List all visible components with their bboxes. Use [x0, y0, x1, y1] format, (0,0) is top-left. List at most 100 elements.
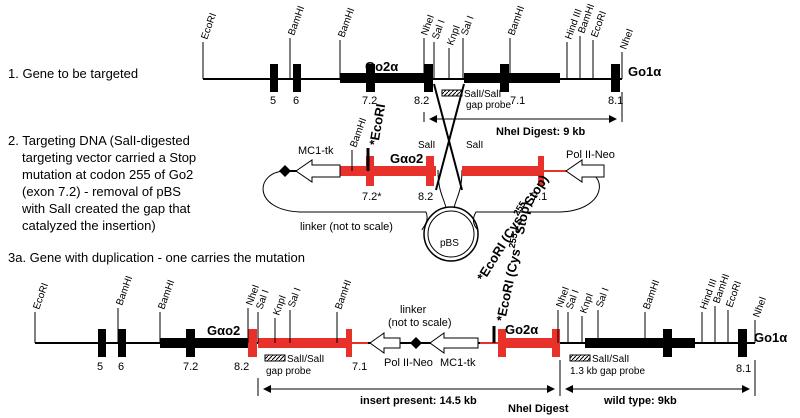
- exon-7-2: [186, 329, 195, 357]
- exon-7-1-wt: [663, 329, 672, 357]
- gap-probe-right: [569, 354, 591, 362]
- section-2-targeting: 2. Targeting DNA (SalI-digested targetin…: [8, 103, 615, 284]
- vector-loop-left: [262, 170, 428, 231]
- site-sali: Sal I: [286, 286, 303, 309]
- section-2-caption: 2. Targeting DNA (SalI-digested: [8, 133, 190, 148]
- probe-label: gap probe: [266, 366, 311, 377]
- pbs-label: pBS: [440, 238, 459, 249]
- exon-7-1: [500, 64, 509, 92]
- site-sali: Sal I: [459, 14, 476, 37]
- exon-label-8-2: 8.2: [414, 95, 429, 107]
- site-ecori: EcoRI: [199, 12, 219, 41]
- site-bamhi: BamHI: [333, 279, 354, 311]
- probe-label: gap probe: [466, 100, 511, 111]
- gene-3-domain-left: [160, 338, 248, 348]
- vector-domain-label: Gαo2: [390, 151, 423, 166]
- exon-label-6: 6: [293, 95, 299, 107]
- exon-8-2-mut: [552, 329, 560, 357]
- exon-8-1: [738, 329, 747, 357]
- gene-3-label: Go1α: [754, 330, 787, 345]
- exon-label-7-1: 7.1: [510, 95, 525, 107]
- section-2-caption: with SalI created the gap that: [21, 201, 191, 216]
- exon-label-7-1: 7.1: [532, 191, 547, 203]
- linker-label: linker: [400, 304, 427, 316]
- exon-label-7-2-star: 7.2*: [362, 191, 382, 203]
- pbs-plasmid: [423, 206, 479, 262]
- insert-red-left: [258, 338, 350, 348]
- gene-1-label: Go1α: [628, 64, 661, 79]
- exon-label-6: 6: [118, 361, 124, 373]
- linker-label: linker (not to scale): [300, 221, 393, 233]
- insert-red-right: [498, 338, 558, 348]
- section-2-caption: mutation at codon 255 of Go2: [22, 167, 193, 182]
- exon-6: [118, 329, 126, 357]
- site-bamhi: BamHI: [114, 275, 135, 307]
- exon-7-2: [366, 64, 375, 92]
- crossover-lines: [433, 83, 465, 191]
- section-1-caption: 1. Gene to be targeted: [8, 66, 138, 81]
- exon-7-1-vec: [538, 156, 544, 186]
- site-sali: Sal I: [594, 286, 611, 309]
- exon-7-2-mut: [366, 156, 374, 186]
- site-bamhi: BamHI: [336, 7, 357, 39]
- domain-left-label: Gαo2: [207, 323, 240, 338]
- section-1-gene: 1. Gene to be targeted Go2α 5 6 7.2 8.2 …: [8, 3, 661, 138]
- gap-probe-1: [441, 89, 463, 97]
- exon-label-7-1: 7.1: [352, 361, 367, 373]
- gene-1-domain-right: [464, 73, 560, 83]
- exon-label-7-2: 7.2: [183, 361, 198, 373]
- section-3-caption: 3a. Gene with duplication - one carries …: [8, 250, 305, 265]
- gene-1-domain-left: [340, 73, 424, 83]
- mc1-tk-label: MC1-tk: [440, 357, 476, 369]
- exon-6: [293, 64, 301, 92]
- vector-loop-right: [472, 170, 600, 231]
- site-sali: SalI: [418, 140, 435, 151]
- mc1-tk-label: MC1-tk: [298, 145, 334, 157]
- exon-5: [98, 329, 106, 357]
- exon-label-7-2: 7.2: [362, 95, 377, 107]
- mc1-tk-cassette: [295, 159, 341, 183]
- section-2-caption: catalyzed the insertion): [22, 218, 156, 233]
- probe-label: SalI/SalI: [464, 89, 501, 100]
- site-bamhi: BamHI: [506, 5, 527, 37]
- probe-label: 1.3 kb gap probe: [570, 366, 645, 377]
- exon-8-2: [424, 64, 433, 92]
- pol-ii-neo-cassette: [565, 159, 605, 183]
- probe-label: SalI/SalI: [287, 354, 324, 365]
- exon-7-2-mut: [498, 329, 506, 357]
- linker-label: (not to scale): [388, 317, 452, 329]
- section-2-caption: targeting vector carried a Stop: [22, 150, 196, 165]
- exon-label-8-1: 8.1: [736, 363, 751, 375]
- pol-ii-neo-cassette: [369, 332, 401, 354]
- exon-label-8-1: 8.1: [608, 95, 623, 107]
- insert-label: insert present: 14.5 kb: [360, 395, 477, 407]
- site-nhei: NheI: [751, 295, 769, 319]
- site-sali: SalI: [466, 140, 483, 151]
- exon-7-1: [346, 329, 352, 357]
- exon-5: [270, 64, 278, 92]
- vector-red-right: [462, 166, 542, 176]
- exon-8-2-vec: [426, 156, 434, 186]
- site-bamhi: BamHI: [286, 5, 307, 37]
- digest-label: NheI Digest: 9 kb: [496, 126, 586, 138]
- site-knpi: KnpI: [578, 292, 595, 315]
- site-bamhi: BamHI: [156, 279, 177, 311]
- linker-diamond: [279, 165, 291, 177]
- exon-label-8-2: 8.2: [418, 191, 433, 203]
- site-bamhi: BamHI: [641, 279, 662, 311]
- mutant-ecori-label: *EcoRI: [366, 103, 388, 147]
- site-knpi: KnpI: [445, 24, 462, 47]
- vector-red-left: [340, 166, 436, 176]
- gene-3-domain-right: [585, 338, 695, 348]
- exon-label-5: 5: [97, 361, 103, 373]
- site-ecori: EcoRI: [31, 282, 51, 311]
- mc1-tk-cassette: [429, 332, 479, 354]
- domain-right-label: Go2α: [505, 322, 538, 337]
- exon-label-8-2: 8.2: [234, 361, 249, 373]
- pol-ii-neo-label: Pol II-Neo: [384, 357, 433, 369]
- site-nhei: NheI: [618, 27, 636, 51]
- exon-8-2: [248, 329, 257, 357]
- exon-8-1: [611, 64, 620, 92]
- exon-label-5: 5: [270, 95, 276, 107]
